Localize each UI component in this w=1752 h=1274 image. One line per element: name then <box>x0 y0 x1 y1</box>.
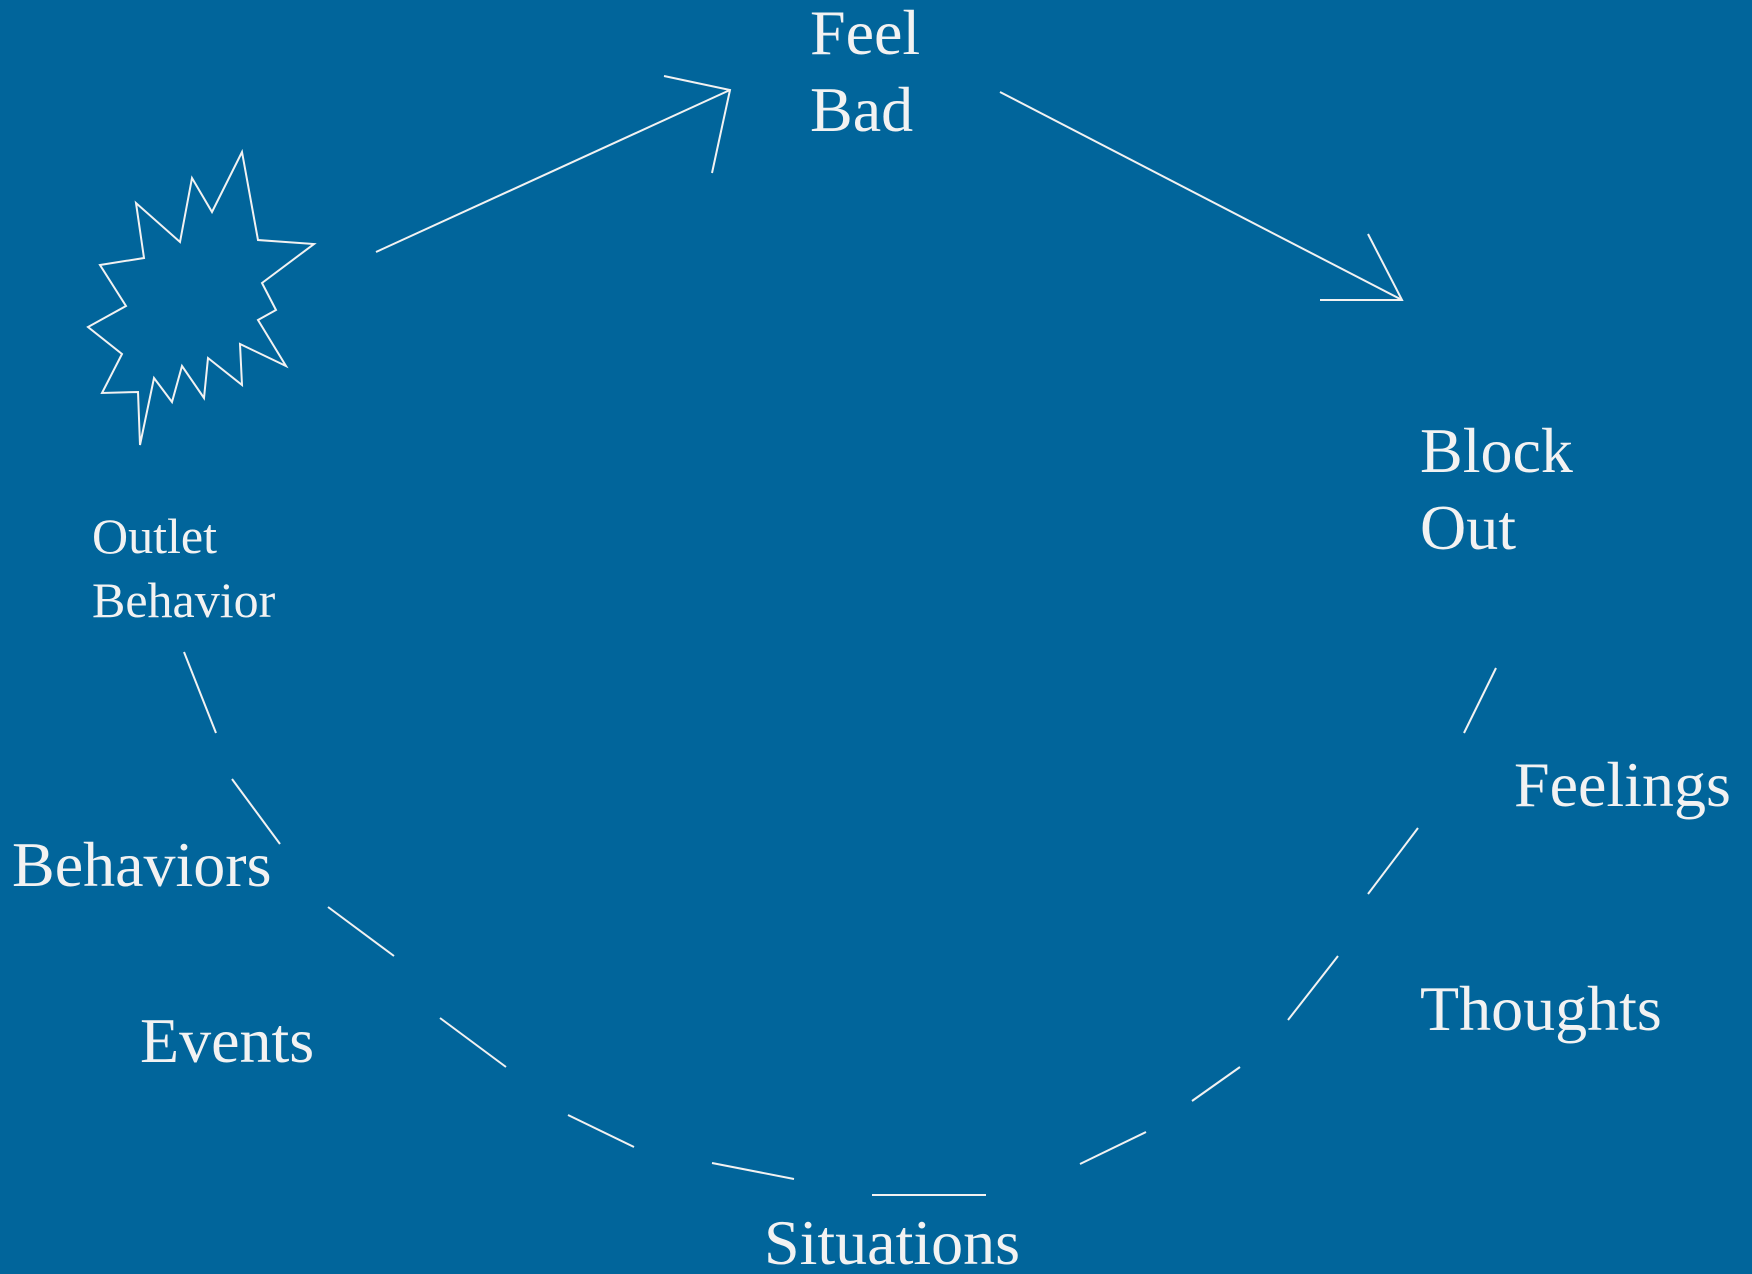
arrow-feel-bad-to-block-out <box>999 91 1404 301</box>
cycle-dash <box>1367 827 1419 895</box>
feelings-label: Feelings <box>1514 749 1731 820</box>
events-label: Events <box>140 1005 315 1076</box>
cycle-dash <box>231 778 281 845</box>
block-out-line-1: Block <box>1420 415 1573 486</box>
starburst-icon <box>86 148 317 446</box>
block-out-line-2: Out <box>1420 492 1516 563</box>
cycle-dash <box>567 1114 635 1148</box>
cycle-dash <box>711 1162 795 1180</box>
behaviors-label: Behaviors <box>12 829 272 900</box>
feel-bad-line-1: Feel <box>810 0 921 68</box>
arrow-shaft <box>375 89 731 253</box>
cycle-dash <box>439 1017 507 1068</box>
cycle-dash <box>183 651 217 734</box>
cycle-dash <box>327 906 395 957</box>
feel-bad-line-2: Bad <box>810 74 914 145</box>
outlet-behavior-line-2: Behavior <box>92 572 276 628</box>
arrowhead-icon <box>663 75 732 174</box>
situations-label: Situations <box>764 1207 1021 1274</box>
dashed-cycle <box>183 651 1497 1196</box>
feel-bad-label: Feel Bad <box>810 0 920 148</box>
thoughts-label: Thoughts <box>1420 973 1662 1044</box>
block-out-label: Block Out <box>1420 412 1573 566</box>
outlet-behavior-line-1: Outlet <box>92 508 217 564</box>
cycle-dash <box>1287 955 1339 1021</box>
cycle-dash <box>1191 1066 1241 1102</box>
outlet-behavior-label: Outlet Behavior <box>92 504 275 632</box>
arrow-outlet-to-feel-bad <box>375 75 732 253</box>
arrow-shaft <box>999 91 1403 301</box>
arrowhead-icon <box>1320 233 1404 301</box>
cycle-dash <box>1463 667 1497 734</box>
cycle-dash <box>1079 1131 1147 1165</box>
